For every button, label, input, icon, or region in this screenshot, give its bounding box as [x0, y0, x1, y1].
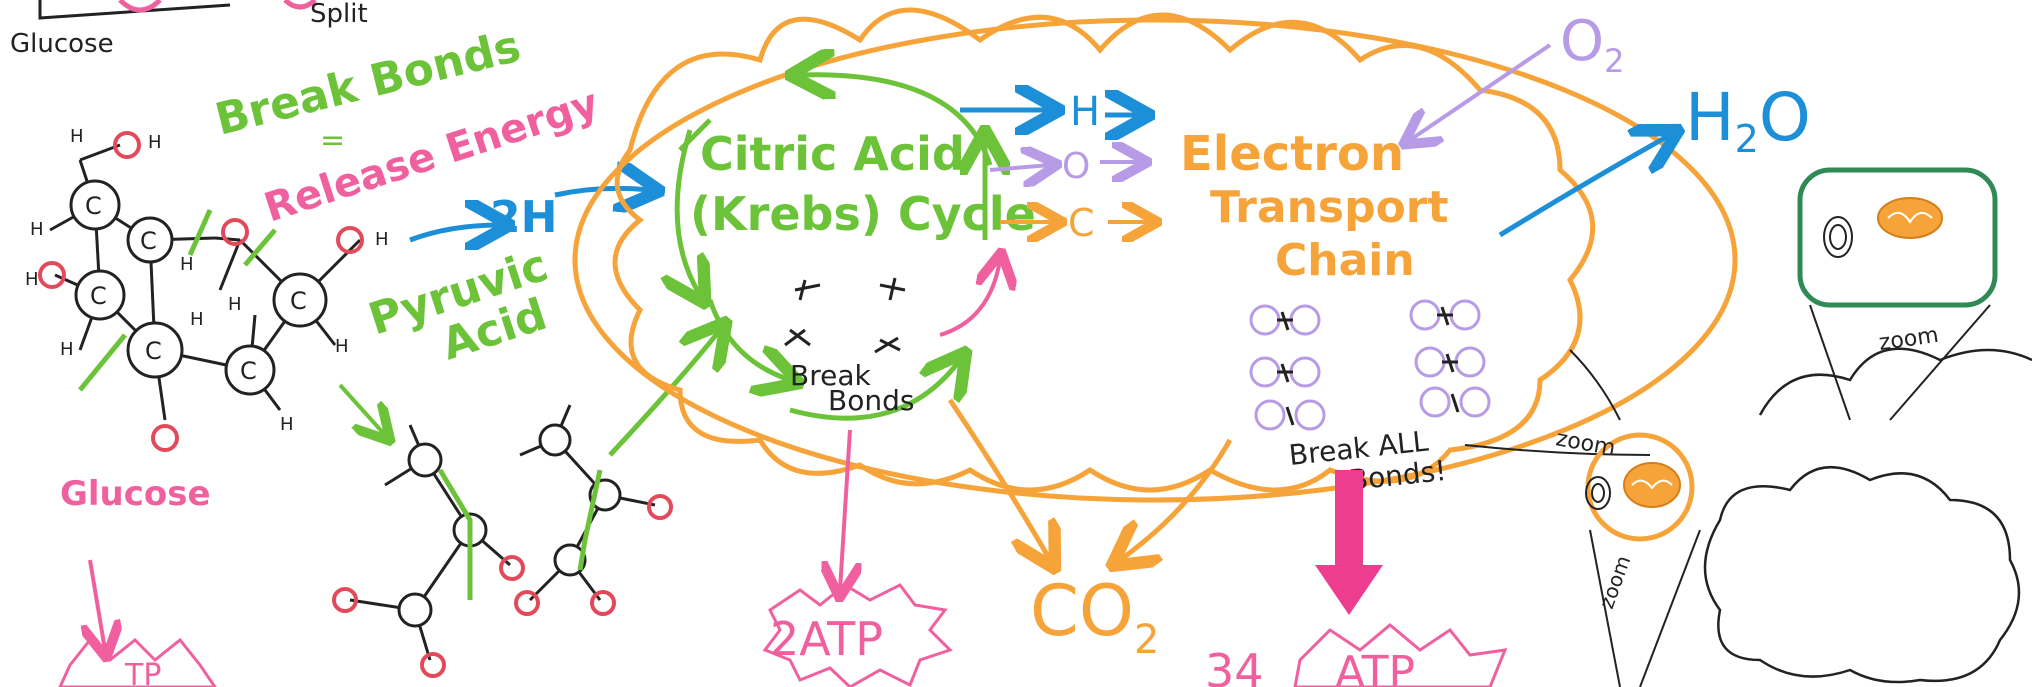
svg-text:H: H: [70, 126, 84, 147]
c-label: C: [1068, 201, 1095, 245]
etc-atp-arrow: [1315, 470, 1383, 615]
carbon-atom: [69, 179, 121, 231]
krebs-bonds-label: Bonds: [828, 384, 914, 417]
zoom-label-mid: zoom: [1554, 426, 1617, 461]
svg-text:H: H: [228, 294, 242, 315]
glucose-label: Glucose: [60, 474, 211, 514]
carbon-atom: [272, 272, 328, 328]
glucose-break-marks: [78, 208, 277, 392]
transport-label: Transport: [1210, 182, 1449, 233]
krebs-pink-arrow: [939, 260, 1000, 337]
equals-sign: =: [320, 123, 345, 158]
svg-text:C: C: [85, 192, 102, 220]
carbon-atom: [224, 344, 276, 396]
pyruvic-break-marks: [437, 330, 720, 600]
svg-text:C: C: [290, 287, 307, 315]
o2-label: O2: [1560, 9, 1624, 80]
svg-text:C: C: [140, 227, 157, 255]
svg-text:H: H: [335, 336, 349, 357]
svg-text:H: H: [375, 229, 389, 250]
co2-arrows: [947, 398, 1233, 560]
thirtyfour-label: 34: [1205, 644, 1264, 687]
carbon-atom: [126, 321, 184, 379]
svg-text:H: H: [280, 414, 294, 435]
h-label: H: [1070, 89, 1100, 135]
svg-text:C: C: [145, 337, 162, 365]
krebs-cycle-label: (Krebs) Cycle: [690, 187, 1036, 241]
glucose-molecule: [49, 143, 362, 421]
two-atp-starburst: 2ATP: [762, 583, 953, 687]
two-atp-label: 2ATP: [770, 612, 883, 666]
top-left-remnant: Glucose Split: [10, 0, 368, 59]
svg-text:H: H: [148, 132, 162, 153]
citric-acid-label: Citric Acid: [700, 127, 965, 181]
glucose-atom-labels: C C C C C C H H H H H H H H H H H: [25, 126, 389, 435]
oxygen-break-marks: [1277, 306, 1460, 426]
krebs-break-marks: [784, 277, 906, 354]
svg-text:H: H: [30, 219, 44, 240]
oxygen-molecules: [1249, 299, 1491, 431]
svg-text:H: H: [60, 339, 74, 360]
h2o-arrow: [1498, 135, 1670, 238]
two-h-arrow: 2H: [409, 188, 650, 243]
h2o-label: H2O: [1685, 79, 1811, 161]
left-atp-label: TP: [124, 658, 161, 687]
etc-atp-label: ATP: [1335, 647, 1415, 687]
svg-text:H: H: [180, 254, 194, 275]
two-h-label: 2H: [490, 192, 557, 243]
glucose-top-label: Glucose: [10, 29, 114, 59]
krebs-break-label: Break: [790, 359, 871, 392]
thirtyfour-atp-starburst: 34 ATP: [1205, 623, 1508, 687]
zoom-mitochondrion: [1585, 432, 1695, 542]
carbon-atom: [74, 269, 126, 321]
glucose-atp-arrow: [90, 559, 105, 650]
svg-text:C: C: [240, 357, 257, 385]
pyruvic-oxygens: [332, 494, 673, 678]
krebs-atp-arrow: [840, 429, 850, 590]
svg-text:H: H: [25, 269, 39, 290]
transfer-arrows: H O C: [960, 89, 1150, 245]
pyruvic-molecule-right: [519, 404, 656, 602]
chain-label: Chain: [1275, 235, 1415, 286]
pyruvic-arrow: [338, 383, 385, 435]
svg-text:H: H: [190, 309, 204, 330]
svg-text:C: C: [90, 282, 107, 310]
carbon-atom: [126, 216, 174, 264]
pyruvic-molecule-left: [349, 424, 511, 661]
o-label: O: [1062, 146, 1090, 187]
o2-arrow: [1410, 43, 1552, 140]
mitochondrion-icon: [572, 7, 1738, 503]
cell-contents: [1823, 197, 1943, 258]
left-atp-starburst: TP: [58, 637, 217, 687]
zoom-lines: [1464, 304, 1991, 687]
electron-label: Electron: [1180, 126, 1404, 182]
glucose-oxygens: [38, 131, 364, 452]
co2-label: CO2: [1030, 570, 1159, 663]
split-label: Split: [310, 0, 368, 29]
krebs-cycle-arrows: [677, 75, 990, 421]
cloud-icon: [1703, 347, 2032, 684]
